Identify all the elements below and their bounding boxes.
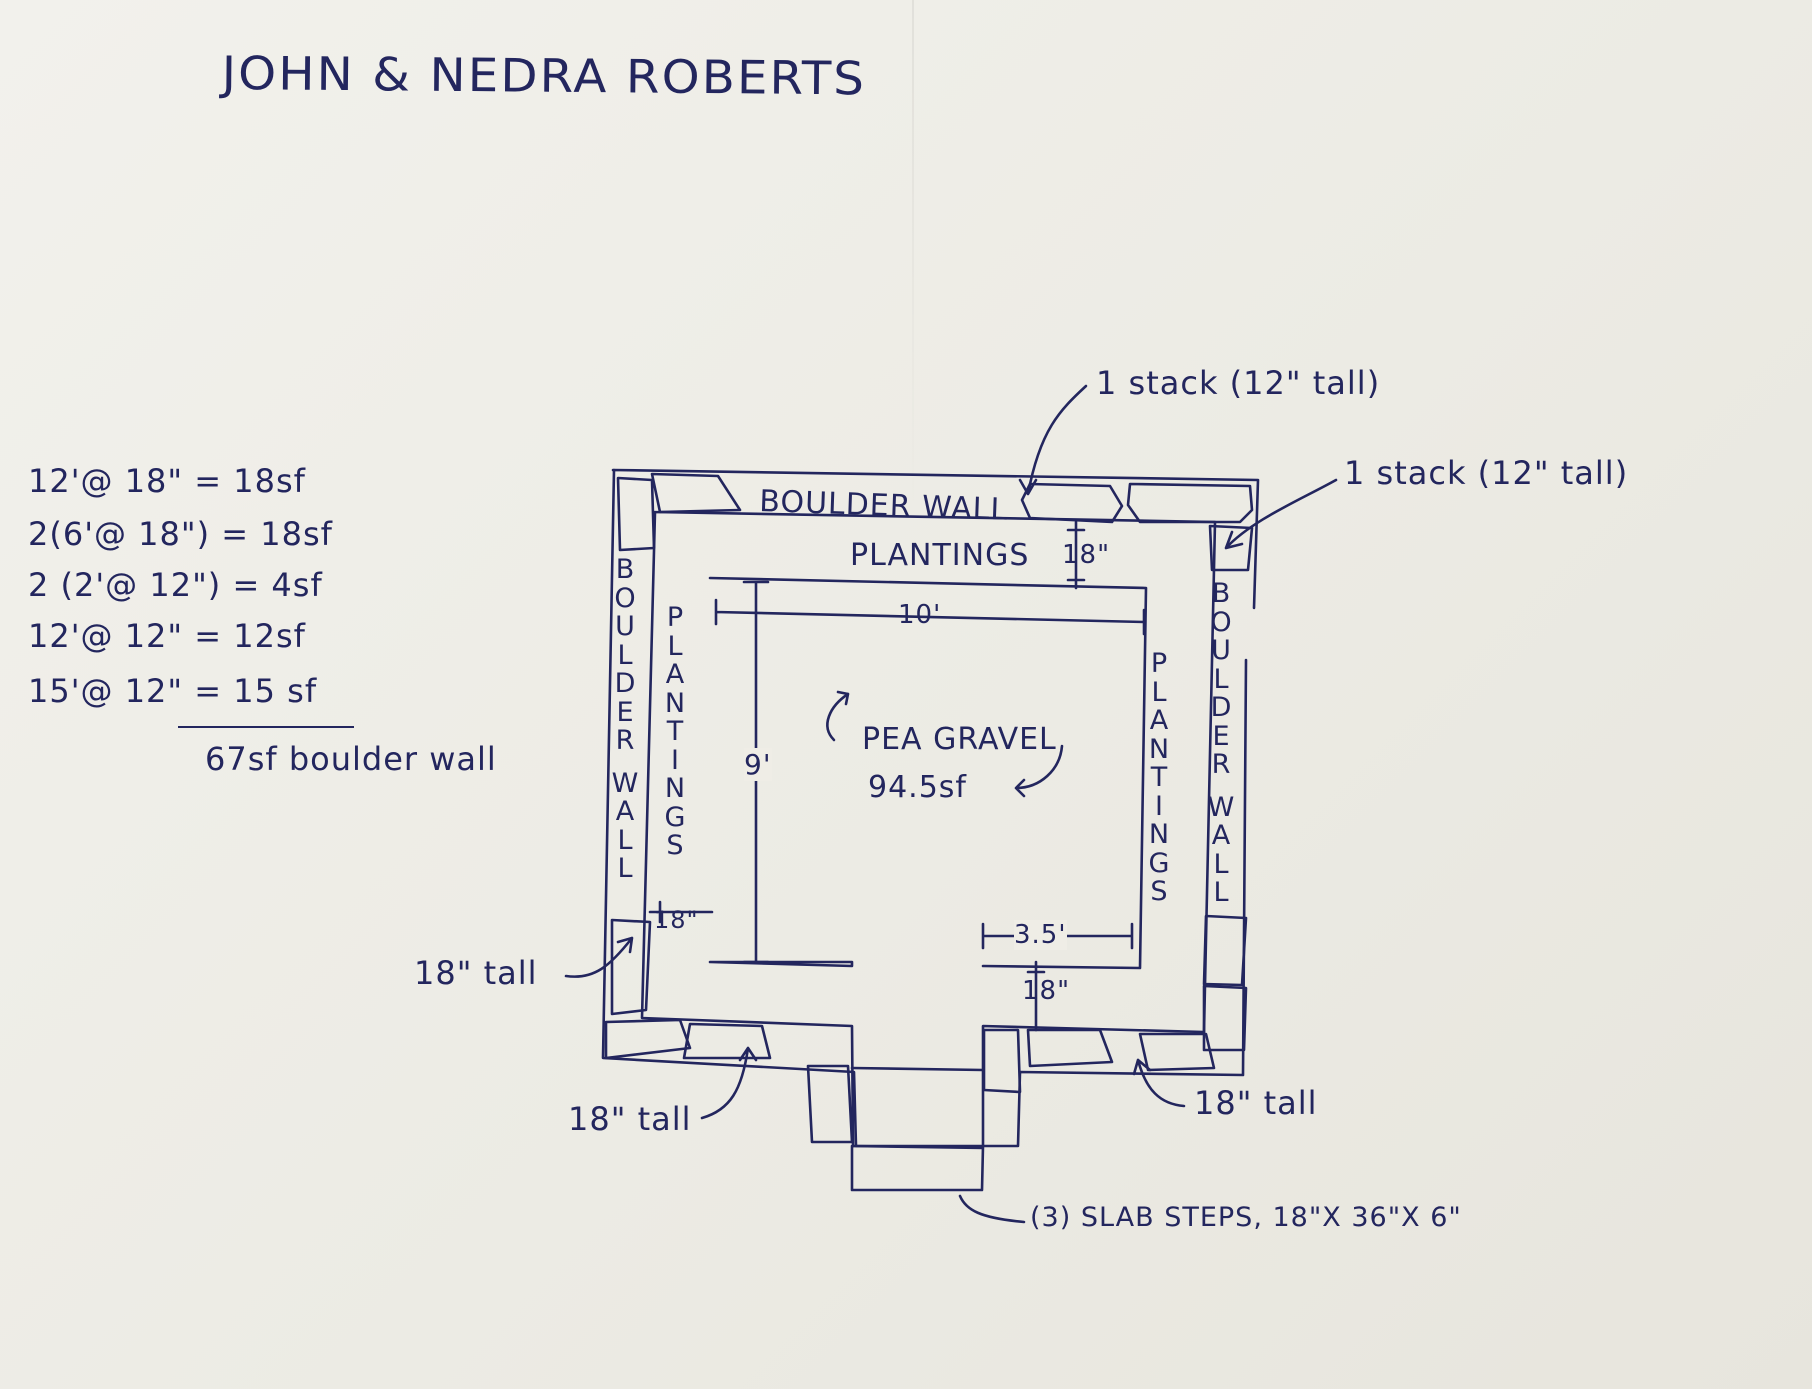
plantings-top-label: PLANTINGS [850, 538, 1030, 573]
tall-bottom-left-note: 18" tall [568, 1100, 692, 1138]
calc-line: 2(6'@ 18") = 18sf [28, 515, 333, 553]
boulder-step-side [806, 1064, 854, 1144]
vertical-letter: R [1211, 749, 1231, 780]
paper-fold [912, 0, 914, 520]
dim-bottom-planting-line [1026, 960, 1046, 1032]
dim-bottom-planting-label: 18" [1022, 976, 1071, 1006]
vertical-letter: B [1211, 578, 1231, 609]
vertical-letter: D [614, 668, 636, 699]
tall-left-leader [564, 936, 634, 978]
vertical-letter: G [1148, 847, 1170, 879]
stack-top-note: 1 stack (12" tall) [1096, 364, 1381, 402]
vertical-letter: E [1212, 720, 1230, 752]
dim-left-planting-label: 18" [654, 906, 699, 934]
gravel-arrow [826, 690, 850, 742]
boulder-left [610, 918, 652, 1016]
vertical-letter: L [617, 824, 633, 856]
tall-bottom-right-leader [1132, 1058, 1186, 1108]
vertical-letter: O [1210, 606, 1232, 638]
vertical-letter: O [614, 582, 636, 614]
vertical-letter: L [617, 639, 633, 671]
vertical-letter: A [1149, 705, 1169, 736]
vertical-letter: N [664, 773, 686, 804]
vertical-letter: S [1150, 876, 1168, 907]
gravel-arrow [1014, 744, 1064, 798]
boulder-bottom [1026, 1028, 1114, 1068]
vertical-letter: N [1148, 819, 1170, 850]
boulder-bottom [682, 1022, 772, 1060]
vertical-letter: L [1213, 848, 1229, 880]
steps-leader [958, 1194, 1026, 1224]
vertical-letter: L [1151, 676, 1167, 708]
vertical-letter: S [666, 830, 684, 861]
calc-line: 15'@ 12" = 15 sf [28, 672, 318, 710]
calc-line: 12'@ 12" = 12sf [28, 617, 306, 655]
vertical-letter: L [667, 630, 683, 662]
boulder-right [1202, 914, 1248, 987]
dim-width-label: 10' [898, 600, 942, 630]
vertical-letter: U [1211, 635, 1231, 666]
vertical-letter: E [616, 696, 634, 728]
boulder-top [650, 472, 742, 514]
vertical-letter: T [666, 716, 684, 747]
vertical-letter: W [1207, 791, 1235, 823]
pea-gravel-area-label: 94.5sf [868, 770, 967, 805]
boulder-right [1208, 524, 1254, 572]
vertical-letter: A [1211, 820, 1231, 851]
tall-bottom-left-leader [700, 1046, 758, 1120]
vertical-letter: U [615, 611, 635, 642]
tall-left-note: 18" tall [414, 954, 538, 992]
boulder-top [1126, 482, 1254, 524]
vertical-letter: L [1213, 877, 1229, 908]
vertical-letter: L [1213, 663, 1229, 695]
calc-total-rule [178, 726, 354, 728]
dim-left-planting-line [648, 900, 714, 924]
vertical-letter: B [615, 554, 635, 585]
vertical-letter: I [671, 744, 679, 776]
vertical-letter: L [617, 853, 633, 884]
stack-right-note: 1 stack (12" tall) [1344, 454, 1629, 492]
boulder-step-side [982, 1028, 1022, 1094]
vertical-letter: D [1210, 692, 1232, 723]
dim-step-offset-label: 3.5' [1014, 920, 1067, 950]
boulder-right [1202, 984, 1248, 1052]
slab-steps-note: (3) SLAB STEPS, 18"X 36"X 6" [1030, 1202, 1462, 1233]
vertical-letter: N [664, 687, 686, 719]
vertical-letter: A [615, 796, 635, 827]
vertical-letter: I [1155, 790, 1163, 822]
vertical-letter: A [665, 659, 685, 690]
stack-right-leader [1224, 478, 1338, 550]
gravel-boundary [708, 576, 1148, 970]
boulder-bottom [604, 1018, 692, 1060]
dim-height-label: 9' [744, 748, 772, 781]
vertical-letter: G [664, 801, 686, 833]
vertical-letter: R [615, 725, 635, 756]
vertical-letter: T [1150, 762, 1168, 793]
boulder-top [1020, 482, 1124, 524]
calc-line: 2 (2'@ 12") = 4sf [28, 566, 323, 604]
vertical-letter: P [1150, 648, 1168, 679]
vertical-letter: P [666, 602, 684, 633]
boulder-left [616, 476, 656, 552]
vertical-letter: N [1148, 733, 1170, 765]
dim-top-planting-line [1066, 520, 1086, 590]
tall-bottom-right-note: 18" tall [1194, 1084, 1318, 1122]
dim-top-planting-label: 18" [1062, 540, 1111, 570]
calc-total: 67sf boulder wall [205, 740, 497, 778]
boulder-bottom [1138, 1032, 1216, 1072]
stack-top-leader [1018, 384, 1088, 496]
calc-line: 12'@ 18" = 18sf [28, 462, 306, 500]
dim-width-line [714, 598, 1146, 636]
vertical-letter: W [611, 767, 639, 799]
slab-steps [850, 1066, 985, 1192]
pea-gravel-label: PEA GRAVEL [862, 722, 1057, 757]
